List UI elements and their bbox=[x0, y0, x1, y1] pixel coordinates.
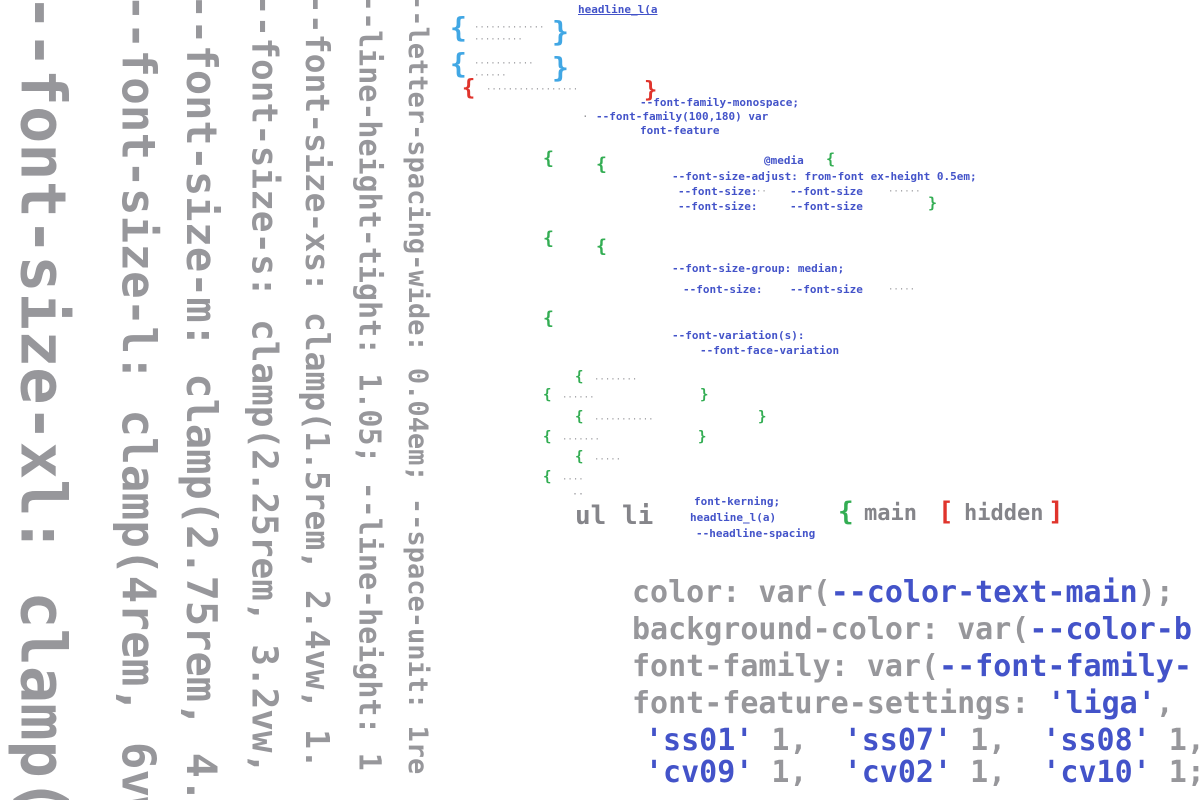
code-token: 'liga' bbox=[1047, 686, 1156, 721]
code-token: font-feature-settings: bbox=[632, 686, 1048, 721]
code-token: 'cv10' bbox=[1042, 755, 1151, 790]
code-token: 1, bbox=[753, 755, 844, 790]
code-token: ); bbox=[1137, 575, 1174, 610]
code-line-2: font-family: var(--font-family- bbox=[632, 652, 1192, 682]
code-token: } bbox=[644, 78, 658, 103]
code-token: 'ss07' bbox=[843, 723, 953, 758]
code-token: ······· bbox=[562, 435, 600, 445]
css-variable-column-letter-spacing: --letter-spacing-wide: 0.04em; --space-u… bbox=[402, 0, 434, 775]
code-token: } bbox=[928, 194, 938, 212]
code-token: --font-size: bbox=[678, 200, 758, 213]
code-token: ····· bbox=[594, 455, 622, 465]
code-token: --font-size bbox=[790, 283, 863, 296]
code-token: { bbox=[575, 449, 584, 465]
css-variable-column-font-size-s: --font-size-s: clamp(2.25rem, 3.2vw, bbox=[243, 0, 285, 775]
code-token: --color-text-main bbox=[830, 575, 1138, 610]
code-token: --color-b bbox=[1029, 612, 1192, 647]
code-token: 1, bbox=[952, 755, 1043, 790]
code-token: ············· bbox=[474, 23, 545, 33]
code-token: { bbox=[575, 369, 584, 385]
code-token: --font-family(100,180) var bbox=[596, 110, 769, 123]
code-token: --font-size: bbox=[683, 283, 763, 296]
code-token: background-color: var( bbox=[632, 612, 1030, 647]
code-token: { bbox=[450, 47, 467, 80]
code-token: ······ bbox=[888, 187, 921, 197]
code-token: ······ bbox=[562, 393, 595, 403]
code-token: --font-variation(s): bbox=[672, 329, 805, 342]
code-token: ······ bbox=[474, 71, 507, 81]
code-token: { bbox=[543, 469, 552, 485]
code-token: --font-size-adjust: from-font ex-height … bbox=[672, 170, 977, 183]
css-variable-column-font-size-xl: --font-size-xl: clamp( bbox=[6, 0, 80, 800]
code-token: --font-size bbox=[790, 185, 863, 198]
code-token: { bbox=[543, 429, 552, 445]
code-token: · bbox=[582, 110, 589, 123]
code-token: 'cv02' bbox=[843, 755, 953, 790]
code-token: ···· bbox=[562, 475, 584, 485]
code-token: } bbox=[700, 387, 709, 403]
code-token: ········ bbox=[594, 375, 638, 385]
code-line-5: 'cv09' 1, 'cv02' 1, 'cv10' 1; bbox=[645, 758, 1200, 788]
code-token: 1, bbox=[1150, 723, 1200, 758]
code-token: { bbox=[838, 497, 854, 527]
code-token: ·· bbox=[756, 187, 767, 197]
code-token: { bbox=[462, 76, 476, 101]
code-token: @media bbox=[764, 154, 804, 167]
code-token: --font-size bbox=[790, 200, 863, 213]
code-token: ··········· bbox=[594, 415, 654, 425]
code-token: { bbox=[543, 387, 552, 403]
css-variable-column-font-size-l: --font-size-l: clamp(4rem, 6vw bbox=[111, 0, 166, 800]
code-token: } bbox=[552, 15, 569, 48]
code-token: --font-family- bbox=[939, 649, 1192, 684]
code-token: [ bbox=[938, 497, 954, 527]
code-line-0: color: var(--color-text-main); bbox=[632, 578, 1174, 608]
code-token: ········· bbox=[474, 35, 523, 45]
code-token: ················· bbox=[486, 85, 579, 95]
code-token: ul li bbox=[575, 501, 654, 531]
code-token: { bbox=[575, 409, 584, 425]
code-token: main bbox=[864, 501, 917, 526]
headline-link[interactable]: headline_l(a bbox=[578, 3, 658, 16]
code-token: { bbox=[450, 11, 467, 44]
code-token: } bbox=[698, 429, 707, 445]
code-token: { bbox=[826, 150, 836, 168]
code-token: 'ss01' bbox=[645, 723, 754, 758]
code-token: --font-face-variation bbox=[700, 344, 840, 357]
code-token: hidden bbox=[964, 501, 1044, 526]
code-token: --font-size-group: median; bbox=[672, 262, 845, 275]
code-token: headline_l(a) bbox=[690, 511, 777, 524]
code-token: color: var( bbox=[632, 575, 831, 610]
code-token: --headline-spacing bbox=[696, 527, 816, 540]
code-token: { bbox=[596, 236, 607, 257]
code-token: 'cv09' bbox=[645, 755, 754, 790]
code-line-4: 'ss01' 1, 'ss07' 1, 'ss08' 1, bbox=[645, 726, 1200, 756]
css-variable-column-font-size-xs: --font-size-xs: clamp(1.5rem, 2.4vw, 1. bbox=[297, 0, 337, 769]
code-token: --font-family-monospace; bbox=[640, 96, 799, 109]
code-token: font-feature bbox=[640, 124, 720, 137]
code-token: ·· bbox=[572, 489, 585, 500]
code-token: } bbox=[758, 409, 767, 425]
code-token: 1, bbox=[952, 723, 1043, 758]
code-token: 1, bbox=[753, 723, 844, 758]
code-line-3: font-feature-settings: 'liga', bbox=[632, 689, 1174, 719]
code-token: 1; bbox=[1150, 755, 1200, 790]
code-token: font-kerning; bbox=[694, 495, 781, 508]
code-token: { bbox=[596, 154, 607, 175]
code-token: ····· bbox=[888, 285, 916, 295]
css-variable-column-font-size-m: --font-size-m: clamp(2.75rem, 4.5v bbox=[177, 0, 227, 800]
code-token: 'ss08' bbox=[1042, 723, 1151, 758]
code-token: } bbox=[552, 51, 569, 84]
code-token: ] bbox=[1048, 497, 1064, 527]
css-variable-column-line-height: --line-height-tight: 1.05; --line-height… bbox=[351, 0, 387, 771]
code-line-1: background-color: var(--color-b bbox=[632, 615, 1192, 645]
code-token: --font-size: bbox=[678, 185, 758, 198]
code-token: { bbox=[543, 228, 554, 249]
code-token: , bbox=[1155, 686, 1174, 721]
code-token: ··········· bbox=[474, 59, 534, 69]
code-token: { bbox=[543, 148, 554, 169]
code-token: { bbox=[543, 308, 554, 329]
code-token: font-family: var( bbox=[632, 649, 940, 684]
